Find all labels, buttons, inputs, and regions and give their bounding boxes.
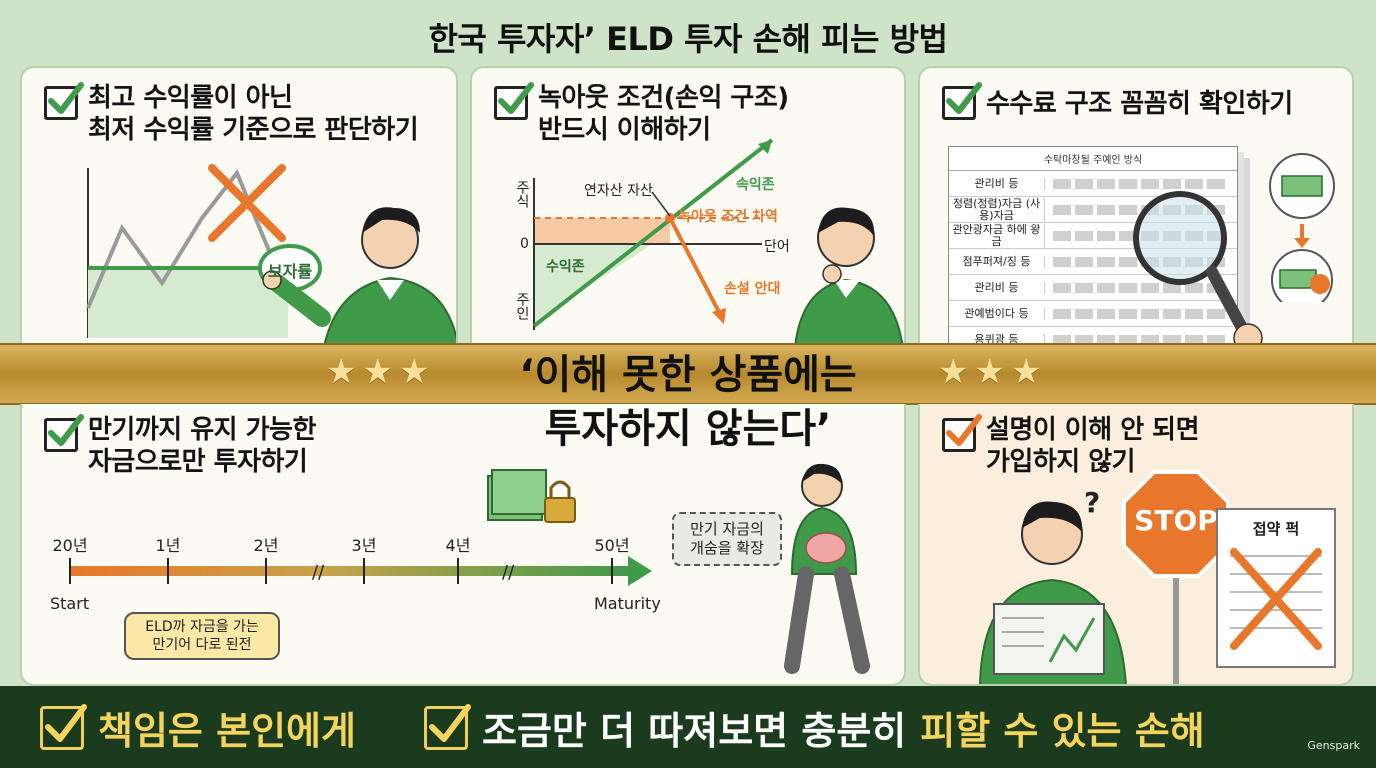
timeline-label: 3년 [351, 536, 377, 555]
confused-person-illustration [979, 501, 1127, 684]
checkbox-icon [494, 82, 534, 120]
timeline-label: 1년 [155, 536, 181, 555]
timeline-label: 4년 [445, 536, 471, 555]
doc-row: 관리비 등 [949, 275, 1237, 301]
timeline-label: 2년 [253, 536, 279, 555]
payoff-diagram [532, 138, 774, 330]
y-axis-top-label: 주식 [514, 180, 530, 208]
maturity-note: 만기 자금의 개숨을 확장 [672, 512, 782, 566]
magnifier-icon [1133, 191, 1263, 353]
banner-line1: ‘이해 못한 상품에는 [519, 352, 857, 398]
bottom-bar [0, 686, 1376, 768]
contract-document: 접약 퍽 [1216, 508, 1336, 668]
maturity-label: Maturity [594, 594, 661, 613]
stop-sign-icon [1122, 470, 1230, 684]
unit-label: 단어 [764, 239, 790, 255]
timeline: // // [69, 463, 870, 674]
panel-understand: 설명이 이해 안 되면 가입하지 않기 STOP ? 접약 퍽 [918, 404, 1354, 686]
panel2-heading-line2: 반드시 이해하기 [538, 115, 711, 145]
panel2-heading-line1: 녹아웃 조건(손익 구조) [538, 83, 789, 113]
underlying-label: 연자산 자산 [584, 183, 653, 199]
bottom-text-3: 피할 수 있는 손해 [920, 709, 1205, 753]
start-label: Start [50, 594, 90, 613]
checkbox-icon [44, 82, 84, 120]
stars-right-icon: ★★★ [938, 352, 1048, 392]
doc-row: 관리비 등 [949, 171, 1237, 197]
checkbox-icon [424, 703, 471, 750]
panel3-heading: 수수료 구조 꼼꼼히 확인하기 [986, 89, 1293, 119]
checkbox-icon [40, 703, 87, 750]
doc-row-label: 용퀴광 등 [949, 333, 1045, 346]
bottom-text-1: 책임은 본인에게 [98, 709, 356, 753]
doc-row-label: 점푸퍼져/징 등 [949, 255, 1045, 268]
zero-label: 0 [520, 236, 529, 252]
checkbox-icon [44, 414, 84, 452]
banner [0, 343, 1376, 405]
thinking-person-illustration [793, 207, 904, 354]
bottom-text-2: 조금만 더 따져보면 충분히 [482, 709, 907, 753]
doc-row-label: 관리비 등 [949, 281, 1045, 294]
circle-label: 보자률 [267, 262, 313, 281]
bottom-item-responsibility: 책임은 본인에게 [40, 700, 356, 755]
panel4-heading-line1: 만기까지 유지 가능한 [88, 415, 316, 445]
panel1-heading-line1: 최고 수익률이 아닌 [88, 83, 293, 113]
knockout-label: 녹아웃 조건 차역 [678, 209, 778, 225]
doc-row-label: 관안광자금 하에 왕금 [949, 223, 1045, 248]
panel-maturity: 만기까지 유지 가능한 자금으로만 투자하기 // // [20, 404, 906, 686]
doc-row: 정렴(정렴)자금 (사용)자금 [949, 197, 1237, 223]
profit-zone-top-label: 속익존 [736, 177, 775, 193]
brand-tag: Genspark [1307, 739, 1360, 752]
doc-row: 관예범이다 등 [949, 301, 1237, 327]
stars-left-icon: ★★★ [326, 352, 436, 392]
contract-title: 접약 퍽 [1252, 520, 1300, 538]
doc-row-label: 정렴(정렴)자금 (사용)자금 [949, 197, 1045, 222]
loss-label: 손설 안대 [724, 281, 781, 297]
profit-zone-label: 수익존 [546, 259, 585, 275]
checkbox-icon [942, 414, 982, 452]
question-mark: ? [1084, 486, 1101, 519]
banner-line2: 투자하지 않는다’ [544, 406, 832, 452]
panel-lowest-return: 최고 수익률이 아닌 최저 수익률 기준으로 판단하기 보자률 [20, 66, 458, 356]
page-title: 한국 투자자’ ELD 투자 손해 피는 방법 [428, 20, 948, 58]
y-axis-bottom-label: 주인 [514, 292, 530, 320]
bottom-item-avoidable: 조금만 더 따져보면 충분히 피할 수 있는 손해 [424, 700, 1205, 755]
svg-text://: // [312, 562, 325, 583]
panel5-heading-line1: 설명이 이해 안 되면 [986, 415, 1200, 445]
panel1-heading-line2: 최저 수익률 기준으로 판단하기 [88, 115, 419, 145]
panel-knockout: 녹아웃 조건(손익 구조) 반드시 이해하기 주식 주인 0 연자산 자산 속익… [470, 66, 906, 356]
timeline-label: 20년 [52, 536, 88, 555]
svg-text://: // [502, 562, 515, 583]
speech-bubble: ELD까 자금을 가는 만기어 다로 된전 [124, 612, 280, 660]
panel5-heading-line2: 가입하지 않기 [986, 447, 1136, 477]
doc-row-label: 관리비 등 [949, 177, 1045, 190]
checkbox-icon [942, 82, 982, 120]
doc-title: 수탁마창될 주예인 방식 [949, 147, 1237, 171]
panel4-heading-line2: 자금으로만 투자하기 [88, 447, 308, 477]
timeline-label: 50년 [594, 536, 630, 555]
stop-label: STOP [1134, 504, 1218, 537]
doc-row-label: 관예범이다 등 [949, 307, 1045, 320]
return-chart-illustration [86, 164, 456, 354]
money-icon [1269, 153, 1335, 302]
